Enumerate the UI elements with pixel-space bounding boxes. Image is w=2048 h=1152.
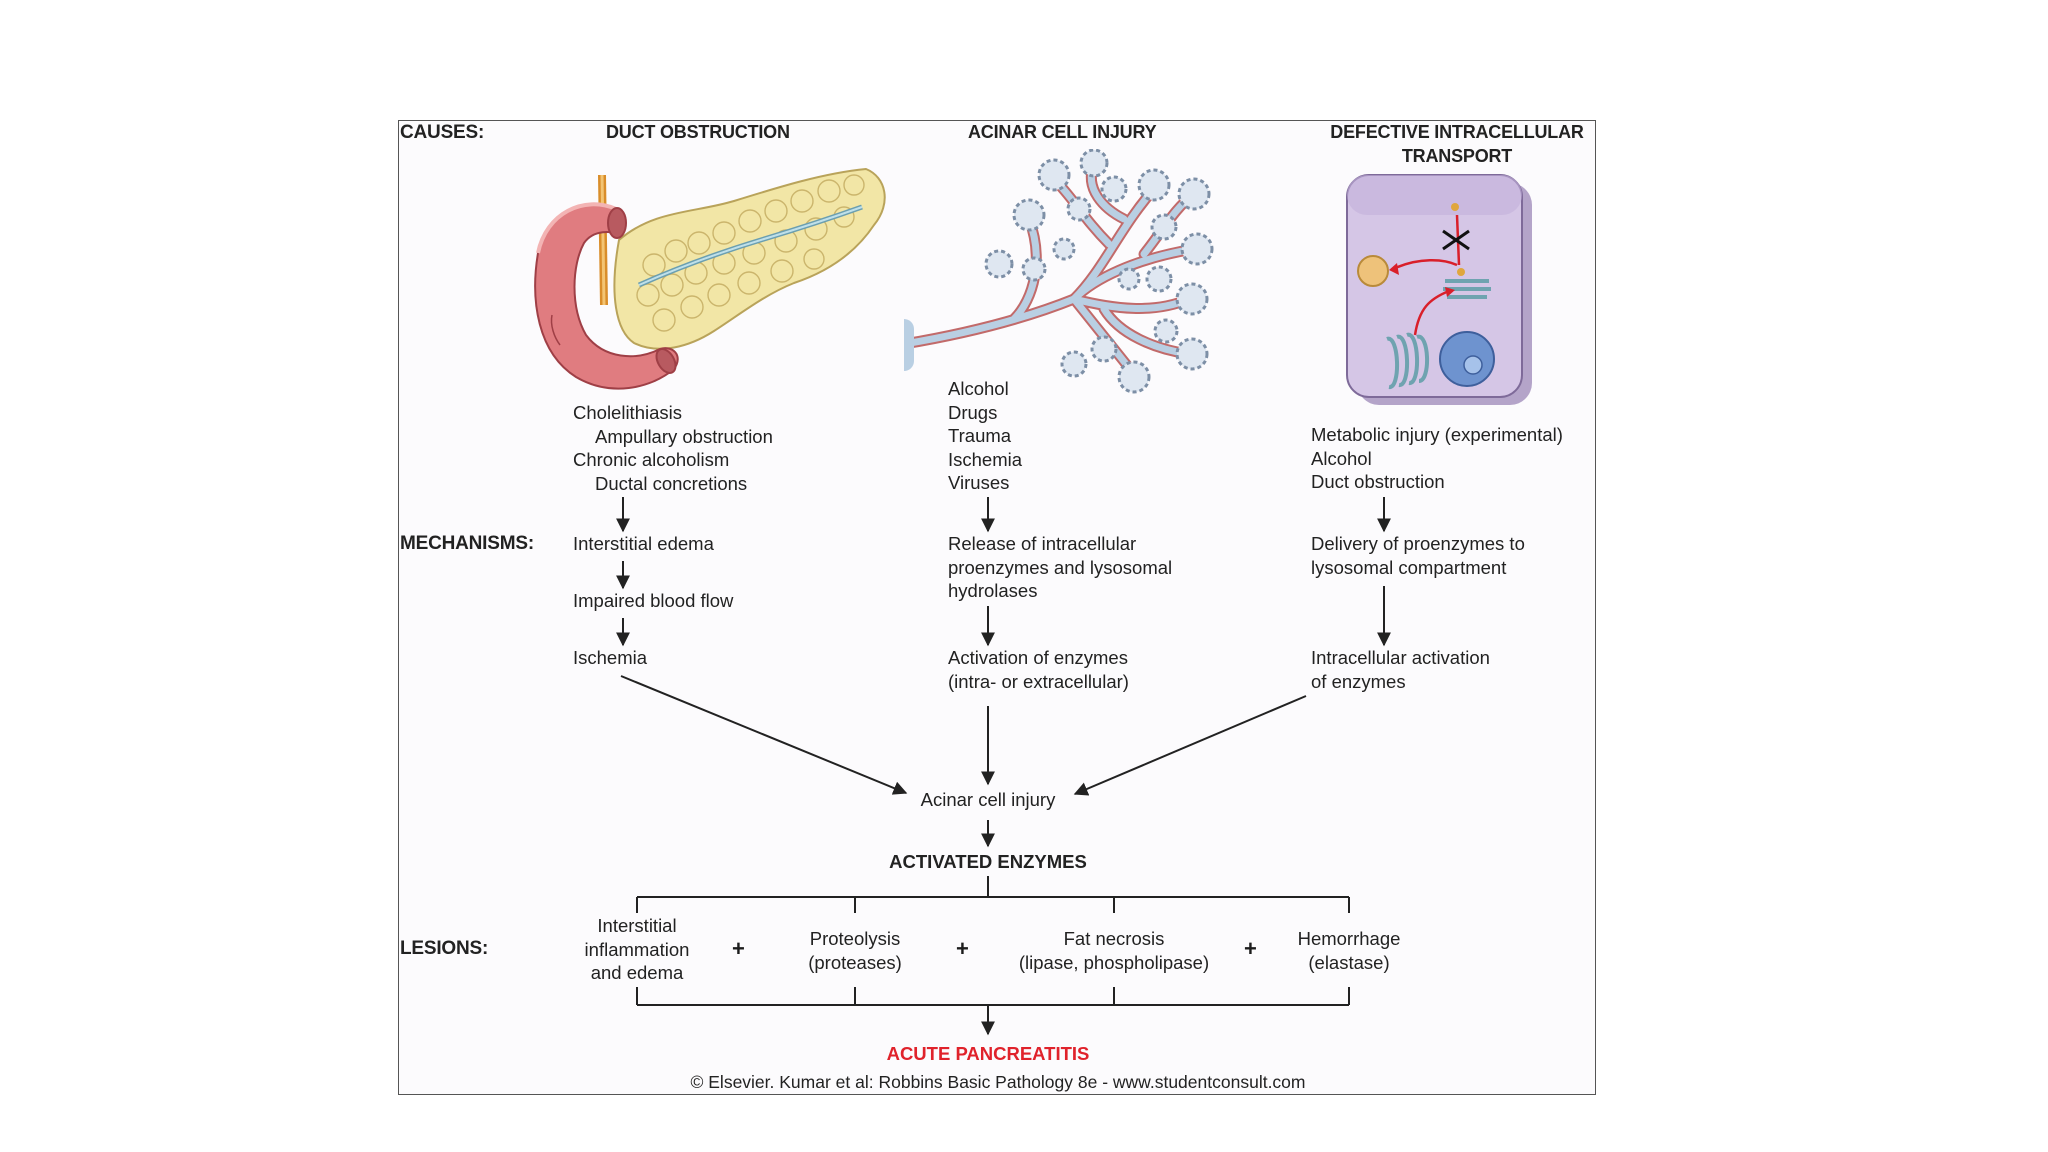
arrow-ischemia-to-injury xyxy=(620,675,908,795)
mechanism-delivery-of-proenzymes: Delivery of proenzymes to lysosomal comp… xyxy=(1311,533,1525,578)
pancreas-duodenum-illustration xyxy=(534,167,886,390)
pathogenesis-figure: CAUSES: MECHANISMS: LESIONS: DUCT OBSTRU… xyxy=(398,120,1596,1095)
plus-sign: + xyxy=(956,936,969,961)
lesions-heading: LESIONS: xyxy=(400,938,489,959)
copyright-credit: © Elsevier. Kumar et al: Robbins Basic P… xyxy=(690,1072,1306,1092)
defective-transport-causes: Metabolic injury (experimental) Alcohol … xyxy=(1311,424,1563,492)
plus-sign: + xyxy=(1244,936,1257,961)
acute-pancreatitis-outcome: ACUTE PANCREATITIS xyxy=(886,1043,1090,1064)
acinar-cell-illustration xyxy=(1346,174,1532,405)
acinar-injury-causes: Alcohol Drugs Trauma Ischemia Viruses xyxy=(948,378,1023,493)
column-title-acinar-cell-injury: ACINAR CELL INJURY xyxy=(968,122,1157,142)
mechanisms-heading: MECHANISMS: xyxy=(400,533,534,554)
activated-enzymes-node: ACTIVATED ENZYMES xyxy=(889,851,1087,872)
flow-arrows xyxy=(616,497,1391,1036)
lesion-proteolysis: Proteolysis (proteases) xyxy=(808,928,902,973)
mechanism-release-proenzymes: Release of intracellular proenzymes and … xyxy=(948,533,1173,601)
column-title-defective-transport: DEFECTIVE INTRACELLULAR TRANSPORT xyxy=(1330,122,1584,166)
acinar-tree-illustration xyxy=(904,149,1214,394)
column-title-duct-obstruction: DUCT OBSTRUCTION xyxy=(606,122,790,142)
lesion-hemorrhage: Hemorrhage (elastase) xyxy=(1297,928,1401,973)
lesion-fat-necrosis: Fat necrosis (lipase, phospholipase) xyxy=(1018,928,1210,973)
mechanism-intracellular-activation: Intracellular activation of enzymes xyxy=(1311,647,1490,692)
mechanism-activation-of-enzymes: Activation of enzymes (intra- or extrace… xyxy=(948,647,1129,692)
mechanism-interstitial-edema: Interstitial edema xyxy=(573,533,714,554)
plus-sign: + xyxy=(732,936,745,961)
duct-obstruction-causes: Cholelithiasis Ampullary obstruction Chr… xyxy=(573,402,773,494)
mechanism-ischemia: Ischemia xyxy=(573,647,648,668)
causes-heading: CAUSES: xyxy=(400,122,485,143)
arrow-intracellular-to-injury xyxy=(1073,695,1307,796)
lesion-interstitial-inflammation: Interstitial inflammation and edema xyxy=(584,915,690,983)
acinar-cell-injury-node: Acinar cell injury xyxy=(920,789,1056,810)
mechanism-impaired-blood-flow: Impaired blood flow xyxy=(573,590,734,611)
